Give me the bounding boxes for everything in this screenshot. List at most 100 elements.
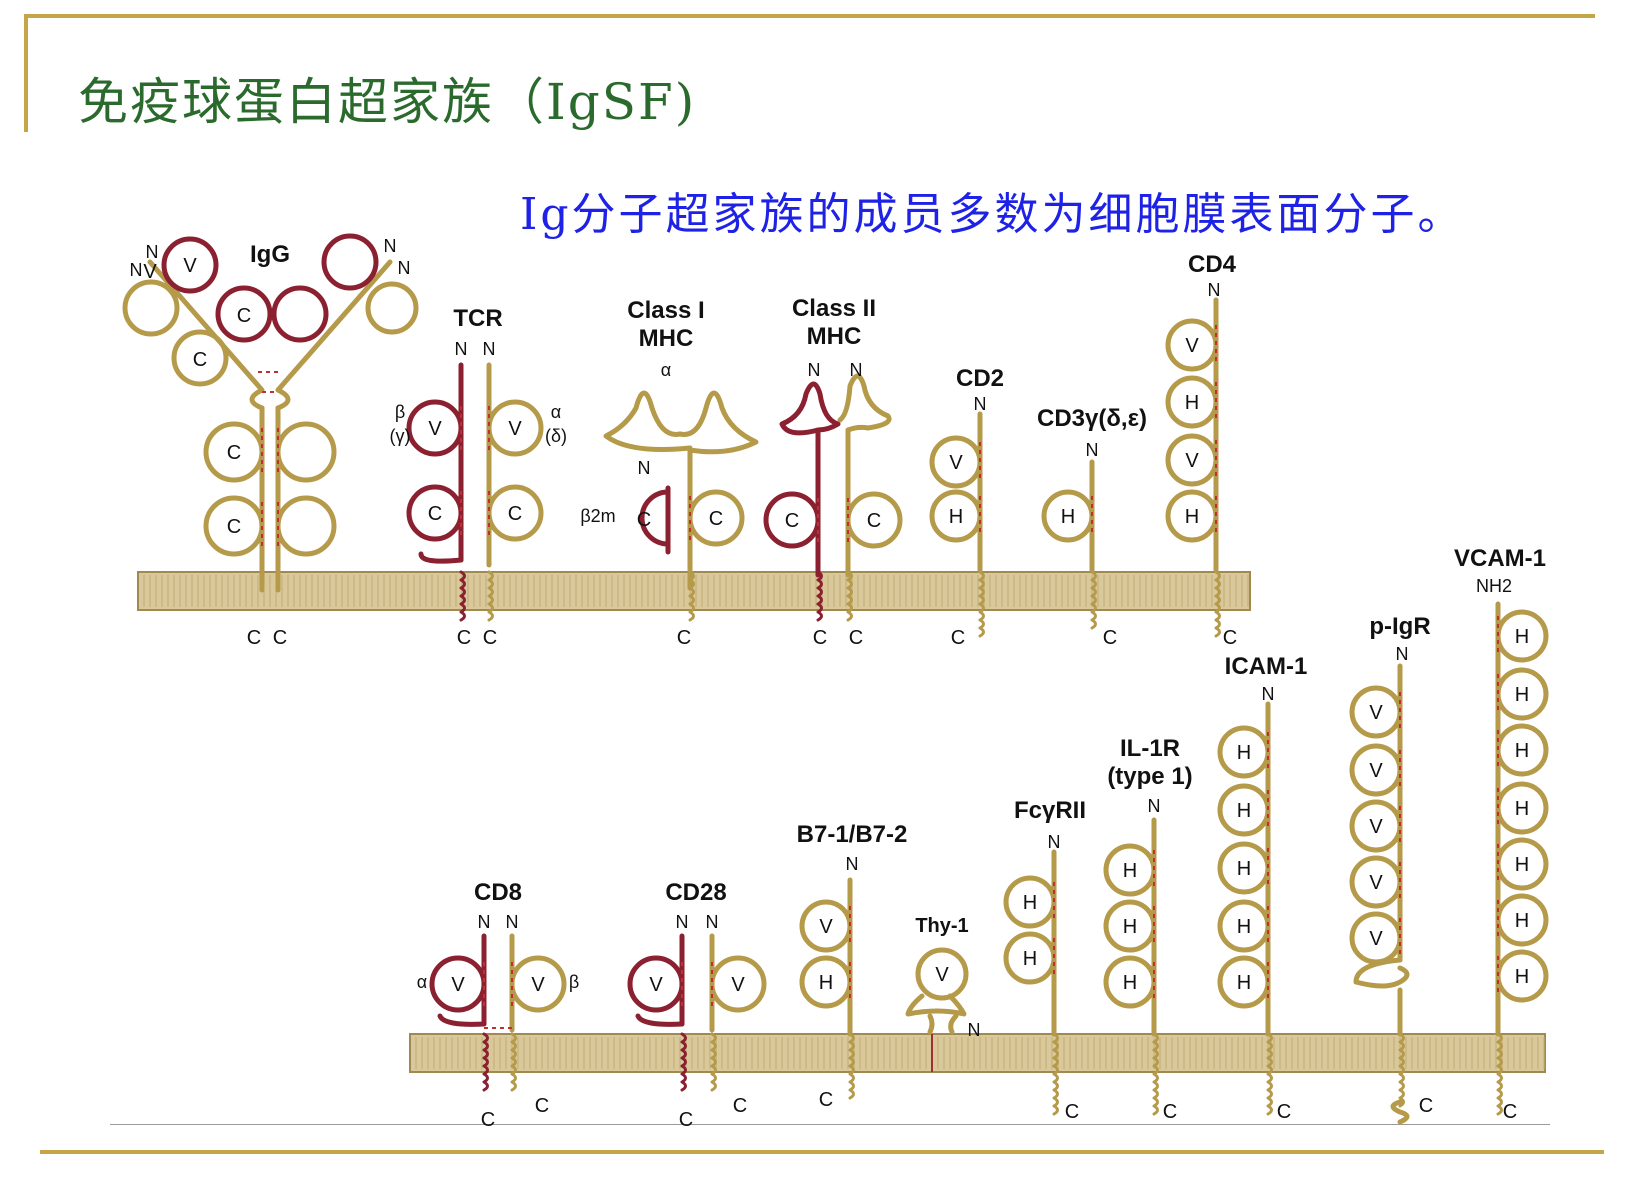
pigr-tm	[1398, 1032, 1405, 1108]
icam-h-domain-5-label: H	[1237, 972, 1251, 994]
cd3-n-label: N	[1086, 440, 1099, 460]
igg-v-label: V	[143, 261, 157, 283]
fcgr-h-domain-1-label: H	[1023, 892, 1037, 914]
cd28-tm-1	[680, 1032, 687, 1092]
igg-arm-left	[147, 259, 265, 411]
igg-label: IgG	[250, 241, 290, 268]
fcgr-c-terminus: C	[1065, 1101, 1079, 1123]
cd8-alpha-foot	[437, 1013, 487, 1027]
pigr-c-terminus: C	[1419, 1095, 1433, 1117]
thy1-v-domain	[915, 947, 969, 1001]
icam-h-domain-1-label: H	[1237, 742, 1251, 764]
tcr-c-beta-label: C	[428, 503, 442, 525]
tcr-beta-foot	[418, 551, 464, 564]
thy1-label: Thy-1	[915, 915, 968, 937]
igg-ch-domain-1-label: C	[227, 442, 241, 464]
mhc2-n-label: N	[850, 360, 863, 380]
cd28-v-domain-1-label: V	[649, 974, 663, 996]
slide-title: 免疫球蛋白超家族（IgSF)	[78, 73, 697, 131]
cd8-v-beta	[509, 955, 567, 1013]
tcr-c-alpha-label: C	[508, 503, 522, 525]
icam-h-domain-3-label: H	[1237, 858, 1251, 880]
mhc2-beta-tm	[846, 570, 853, 622]
mhc2-alpha-tm	[816, 570, 823, 622]
tcr-beta-tm	[459, 570, 466, 622]
slide-subtitle: Ig分子超家族的成员多数为细胞膜表面分子。	[520, 189, 1465, 240]
vcam-h-domain-5-label: H	[1515, 854, 1529, 876]
cd8-n-label: N	[478, 912, 491, 932]
cd8-v-alpha	[429, 955, 487, 1013]
tcr-label: TCR	[453, 305, 502, 332]
cd2-label: CD2	[956, 365, 1004, 392]
igg-c-terminus: C	[247, 627, 261, 649]
tcr-v-alpha-label: V	[508, 418, 522, 440]
igg-cl-left	[171, 329, 229, 387]
igg-n-label: N	[130, 260, 143, 280]
thy1-gpi	[927, 1013, 959, 1035]
cd2-h-domain-label: H	[949, 506, 963, 528]
cd8-beta-tm	[510, 1032, 517, 1092]
mhc2-beta-chain	[837, 373, 892, 578]
mhc2-c-terminus: C	[849, 627, 863, 649]
b7-c-terminus: C	[819, 1089, 833, 1111]
cd4-h-domain-2-label: H	[1185, 506, 1199, 528]
cd2-tm	[978, 570, 985, 638]
cd8-n-label: N	[506, 912, 519, 932]
vcam-h-domain-3-label: H	[1515, 740, 1529, 762]
icam-h-domain-2-label: H	[1237, 800, 1251, 822]
tcr-v-beta-label: V	[428, 418, 442, 440]
cd28-foot	[635, 1013, 685, 1027]
fcgr-h-domain-2-label: H	[1023, 948, 1037, 970]
pigr-v-domain-1-label: V	[1369, 702, 1383, 724]
cd4-h-domain-1-label: H	[1185, 392, 1199, 414]
cd8-beta-label: β	[569, 972, 579, 992]
igg-n-label: N	[384, 236, 397, 256]
mhc2-c-terminus: C	[813, 627, 827, 649]
igg-vh-right	[321, 233, 379, 291]
cd28-c-terminus: C	[733, 1095, 747, 1117]
pigr-v-domain-2-label: V	[1369, 760, 1383, 782]
cd3-label: CD3γ(δ,ε)	[1037, 405, 1147, 432]
mhc2-n-label: N	[808, 360, 821, 380]
pigr-label: p-IgR	[1369, 613, 1430, 640]
il1r-label-1: IL-1R	[1120, 735, 1180, 762]
mhc1-n-label: N	[638, 458, 651, 478]
vcam-h-domain-2-label: H	[1515, 684, 1529, 706]
cd28-v-domain-2-label: V	[731, 974, 745, 996]
mhc1-b2m-c-label: C	[637, 509, 651, 531]
vcam-h-domain-4-label: H	[1515, 798, 1529, 820]
igg-v-label: V	[183, 255, 197, 277]
pigr-tail	[1390, 1099, 1410, 1125]
icam-n-label: N	[1262, 684, 1275, 704]
frame-top-rule	[24, 14, 1595, 18]
cd2-c-terminus: C	[951, 627, 965, 649]
igg-c-terminus: C	[273, 627, 287, 649]
cd28-n-label: N	[706, 912, 719, 932]
igg-ch1-right	[271, 285, 329, 343]
igg-n-label: N	[398, 258, 411, 278]
mhc2-alpha2-domain-label: C	[785, 510, 799, 532]
tcr-v-beta	[406, 399, 464, 457]
icam-tm	[1266, 1032, 1273, 1116]
cd28-n-label: N	[676, 912, 689, 932]
cd2-v-domain-label: V	[949, 452, 963, 474]
thy1-n-label: N	[968, 1020, 981, 1040]
cd8-c-terminus: C	[535, 1095, 549, 1117]
tcr-c-terminus: C	[483, 627, 497, 649]
tcr-n-label: N	[483, 339, 496, 359]
igg-vh-left	[161, 236, 219, 294]
mhc1-tm	[688, 570, 695, 622]
fcgr-label: FcγRII	[1014, 797, 1086, 824]
tcr-n-label: N	[455, 339, 468, 359]
tcr-beta-label: β	[395, 402, 405, 422]
cd3-h-domain-label: H	[1061, 506, 1075, 528]
cd4-n-label: N	[1208, 280, 1221, 300]
vcam-h-domain-1-label: H	[1515, 626, 1529, 648]
il1r-h-domain-2-label: H	[1123, 916, 1137, 938]
mhc2-alpha-chain	[779, 381, 841, 578]
igg-ch-domain-2	[275, 421, 337, 483]
membrane-bottom	[409, 1033, 1546, 1073]
icam-c-terminus: C	[1277, 1101, 1291, 1123]
mhc1-c-terminus: C	[677, 627, 691, 649]
